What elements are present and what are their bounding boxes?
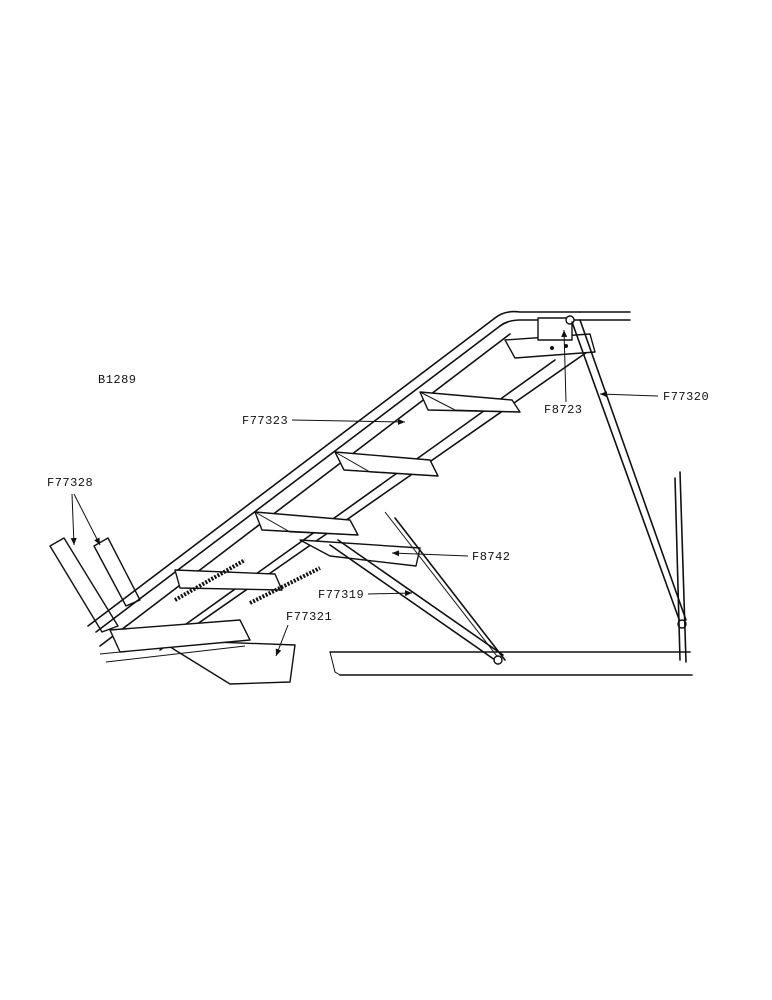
label-f8723: F8723 bbox=[544, 403, 583, 417]
label-f77321: F77321 bbox=[286, 610, 332, 624]
arrow-f77328-a bbox=[70, 493, 77, 546]
bracket bbox=[299, 511, 501, 661]
label-f77323: F77323 bbox=[242, 414, 288, 428]
floor-line bbox=[329, 651, 693, 676]
spring-braces bbox=[174, 558, 321, 605]
label-f8742: F8742 bbox=[472, 550, 511, 564]
arrow-f77321 bbox=[275, 624, 289, 657]
strut bbox=[329, 517, 506, 665]
label-f77328: F77328 bbox=[47, 476, 93, 490]
side-bars bbox=[49, 537, 141, 633]
arrow-f8723 bbox=[561, 329, 568, 403]
arrow-f77320 bbox=[599, 391, 659, 398]
label-f77319: F77319 bbox=[318, 588, 364, 602]
figure-id-label: B1289 bbox=[98, 373, 137, 387]
label-f77320: F77320 bbox=[663, 390, 709, 404]
stair-stringer bbox=[87, 310, 631, 651]
arrow-f8742 bbox=[391, 550, 469, 557]
brace-rod bbox=[571, 319, 687, 663]
arrow-f77323 bbox=[291, 418, 406, 425]
arrow-f77328-b bbox=[73, 493, 101, 546]
arrow-f77319 bbox=[367, 590, 413, 597]
stair-treads bbox=[109, 333, 596, 653]
